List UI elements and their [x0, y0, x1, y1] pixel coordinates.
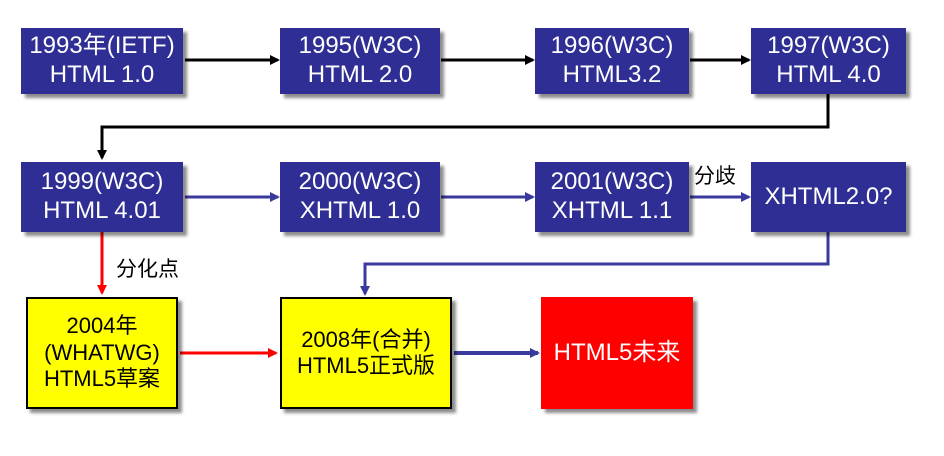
node-version: HTML3.2	[562, 61, 662, 88]
node-year: 1996(W3C)	[550, 32, 674, 60]
node-year: 1995(W3C)	[298, 32, 422, 60]
node-version: HTML 4.01	[43, 197, 161, 224]
node-html-1-0: 1993年(IETF) HTML 1.0	[21, 28, 183, 94]
node-xhtml-2-0: XHTML2.0?	[751, 162, 906, 232]
node-version: HTML 2.0	[307, 61, 413, 88]
arrow-html4-to-html401	[97, 94, 830, 160]
node-year: 2000(W3C)	[298, 168, 422, 196]
node-html5-future: HTML5未来	[541, 297, 693, 409]
node-version: HTML5正式版	[296, 353, 436, 378]
node-year: 2004年	[66, 313, 138, 339]
node-version: HTML5草案	[43, 366, 161, 392]
node-version: XHTML 1.0	[299, 197, 421, 224]
node-html-3-2: 1996(W3C) HTML3.2	[535, 28, 689, 94]
node-html-4-0: 1997(W3C) HTML 4.0	[751, 28, 906, 94]
node-year: 1999(W3C)	[40, 168, 164, 196]
node-version: XHTML2.0?	[764, 182, 893, 210]
node-html5-final: 2008年(合并) HTML5正式版	[280, 297, 452, 409]
node-html-4-01: 1999(W3C) HTML 4.01	[21, 162, 183, 232]
node-version: HTML5未来	[553, 338, 681, 366]
node-year: 2008年(合并)	[301, 326, 431, 352]
label-split-point: 分化点	[116, 258, 179, 281]
arrow-xhtml20-to-html5final	[360, 232, 830, 296]
node-version: XHTML 1.1	[551, 197, 673, 224]
node-xhtml-1-0: 2000(W3C) XHTML 1.0	[280, 162, 440, 232]
node-version: HTML 1.0	[49, 61, 155, 88]
node-year: 1997(W3C)	[767, 32, 890, 60]
node-html-2-0: 1995(W3C) HTML 2.0	[280, 28, 440, 94]
node-org: (WHATWG)	[44, 339, 160, 365]
node-xhtml-1-1: 2001(W3C) XHTML 1.1	[535, 162, 689, 232]
node-year: 2001(W3C)	[550, 168, 674, 196]
node-year: 1993年(IETF)	[29, 32, 175, 60]
label-fork: 分歧	[694, 165, 736, 188]
node-version: HTML 4.0	[776, 61, 881, 88]
node-html5-draft: 2004年 (WHATWG) HTML5草案	[26, 297, 178, 409]
